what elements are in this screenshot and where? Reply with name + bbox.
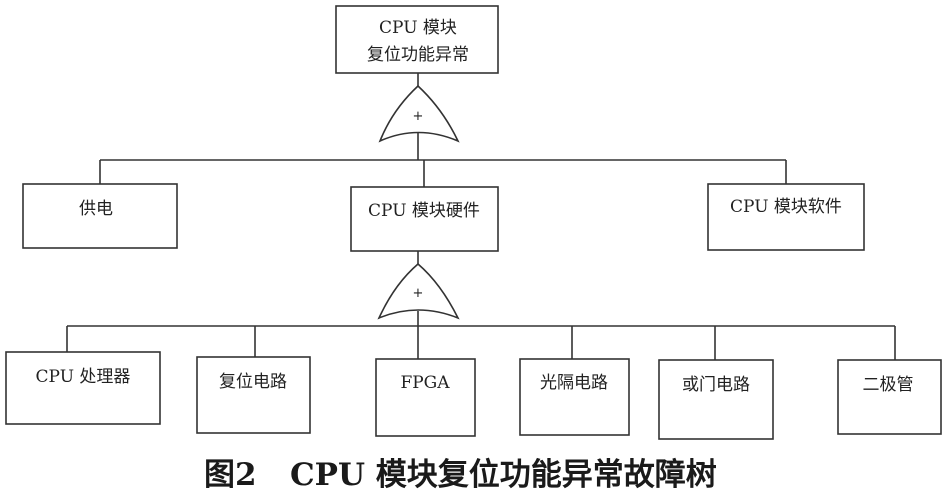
event-power: 供电 xyxy=(22,183,178,249)
event-cpu-hardware-label: CPU 模块硬件 xyxy=(368,201,480,221)
hardware-or-gate-symbol: + xyxy=(413,286,424,301)
event-cpu-hardware: CPU 模块硬件 xyxy=(350,186,499,252)
basic-event-cpu-processor: CPU 处理器 xyxy=(5,351,161,425)
basic-event-optical-isolation: 光隔电路 xyxy=(519,358,630,436)
basic-event-diode-label: 二极管 xyxy=(863,375,914,395)
basic-event-reset-circuit-label: 复位电路 xyxy=(219,372,287,392)
figure-number: 图2 xyxy=(204,457,257,493)
basic-event-reset-circuit: 复位电路 xyxy=(196,356,311,434)
basic-event-fpga: FPGA xyxy=(375,358,476,437)
basic-event-or-gate-circuit: 或门电路 xyxy=(658,359,774,440)
level2-connectors xyxy=(66,325,896,360)
top-event-line-2: 复位功能异常 xyxy=(367,45,469,65)
basic-event-diode: 二极管 xyxy=(837,359,942,435)
top-event-line-1: CPU 模块 xyxy=(379,18,457,38)
event-power-label: 供电 xyxy=(79,199,113,219)
figure-caption: 图2 CPU 模块复位功能异常故障树 xyxy=(204,457,717,493)
basic-event-fpga-label: FPGA xyxy=(400,373,450,393)
event-cpu-software-label: CPU 模块软件 xyxy=(730,197,842,217)
basic-event-or-gate-circuit-label: 或门电路 xyxy=(682,375,750,395)
event-cpu-software: CPU 模块软件 xyxy=(707,183,865,251)
top-or-gate-symbol: + xyxy=(413,109,424,124)
figure-title: CPU 模块复位功能异常故障树 xyxy=(290,457,717,493)
level1-connectors xyxy=(99,159,787,187)
top-or-gate: + xyxy=(378,84,460,143)
hardware-or-gate: + xyxy=(377,262,460,320)
top-event: CPU 模块 复位功能异常 xyxy=(335,5,499,74)
basic-event-cpu-processor-label: CPU 处理器 xyxy=(36,367,131,387)
basic-event-optical-isolation-label: 光隔电路 xyxy=(540,373,608,393)
